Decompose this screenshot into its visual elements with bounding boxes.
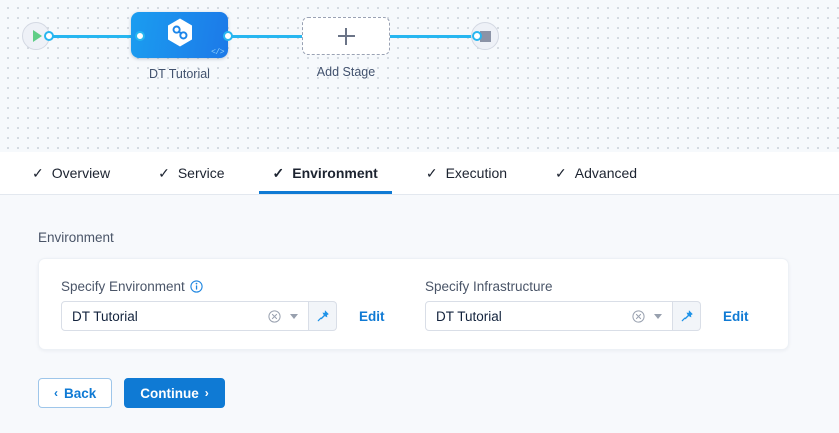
tab-label: Service: [177, 165, 225, 181]
environment-select[interactable]: DT Tutorial: [61, 301, 309, 331]
specify-infrastructure-group: Specify Infrastructure DT Tutorial: [425, 279, 749, 331]
tab-label: Environment: [292, 165, 378, 181]
environment-card: Specify Environment DT Tutorial: [38, 258, 789, 350]
tab-execution[interactable]: ✓ Execution: [412, 152, 521, 194]
stage-node-label: DT Tutorial: [149, 67, 210, 81]
start-node-port[interactable]: [44, 31, 54, 41]
specify-infrastructure-label-row: Specify Infrastructure: [425, 279, 749, 294]
end-node-port[interactable]: [472, 31, 482, 41]
chevron-right-icon: ›: [204, 386, 209, 400]
stage-tab-bar: ✓ Overview ✓ Service ✓ Environment ✓ Exe…: [0, 152, 839, 195]
chevron-left-icon: ‹: [54, 386, 58, 400]
specify-environment-label-row: Specify Environment: [61, 279, 385, 294]
specify-environment-row: DT Tutorial: [61, 301, 385, 331]
clear-icon[interactable]: [268, 309, 281, 323]
back-button[interactable]: ‹ Back: [38, 378, 113, 408]
play-icon: [33, 30, 42, 42]
edge-add-to-end: [385, 35, 477, 38]
environment-panel: Environment Specify Environment: [0, 195, 839, 433]
specify-environment-group: Specify Environment DT Tutorial: [61, 279, 385, 331]
check-icon: ✓: [555, 165, 567, 181]
environment-select-value: DT Tutorial: [72, 308, 138, 324]
tab-label: Advanced: [574, 165, 638, 181]
chevron-down-icon[interactable]: [654, 313, 662, 319]
tab-advanced[interactable]: ✓ Advanced: [541, 152, 651, 194]
check-icon: ✓: [32, 165, 44, 181]
specify-infrastructure-row: DT Tutorial: [425, 301, 749, 331]
back-button-label: Back: [64, 385, 97, 401]
clear-icon[interactable]: [632, 309, 645, 323]
environment-edit-link[interactable]: Edit: [359, 308, 385, 324]
edge-stage-to-add: [228, 35, 306, 38]
tab-overview[interactable]: ✓ Overview: [18, 152, 124, 194]
stop-icon: [479, 30, 491, 42]
pin-icon: [681, 310, 693, 322]
pin-icon: [317, 310, 329, 322]
check-icon: ✓: [425, 165, 438, 181]
code-badge-icon: </>: [211, 48, 224, 57]
infrastructure-edit-link[interactable]: Edit: [723, 308, 749, 324]
specify-infrastructure-label: Specify Infrastructure: [425, 279, 553, 294]
specify-environment-label: Specify Environment: [61, 279, 185, 294]
info-icon[interactable]: [190, 280, 203, 293]
tab-label: Overview: [51, 165, 111, 181]
tab-environment[interactable]: ✓ Environment: [258, 152, 393, 194]
chevron-down-icon[interactable]: [290, 313, 298, 319]
hexagon-link-icon: [166, 18, 194, 53]
plus-icon: [337, 27, 355, 45]
check-icon: ✓: [158, 165, 170, 181]
tab-label: Execution: [445, 165, 508, 181]
stage-node-output-port[interactable]: [223, 31, 233, 41]
section-title: Environment: [38, 230, 114, 245]
environment-pin-button[interactable]: [309, 301, 337, 331]
continue-button[interactable]: Continue ›: [124, 378, 225, 408]
pipeline-canvas[interactable]: </> DT Tutorial Add Stage: [0, 0, 839, 152]
infrastructure-pin-button[interactable]: [673, 301, 701, 331]
infrastructure-select[interactable]: DT Tutorial: [425, 301, 673, 331]
edge-start-to-stage: [48, 35, 140, 38]
stage-node-dt-tutorial[interactable]: </>: [131, 12, 228, 58]
add-stage-label: Add Stage: [316, 65, 376, 79]
check-icon: ✓: [272, 165, 285, 181]
continue-button-label: Continue: [140, 385, 199, 401]
infrastructure-select-value: DT Tutorial: [436, 308, 502, 324]
tab-service[interactable]: ✓ Service: [144, 152, 238, 194]
wizard-footer: ‹ Back Continue ›: [38, 378, 225, 408]
add-stage-node[interactable]: [302, 17, 390, 55]
stage-node-input-port[interactable]: [135, 31, 145, 41]
